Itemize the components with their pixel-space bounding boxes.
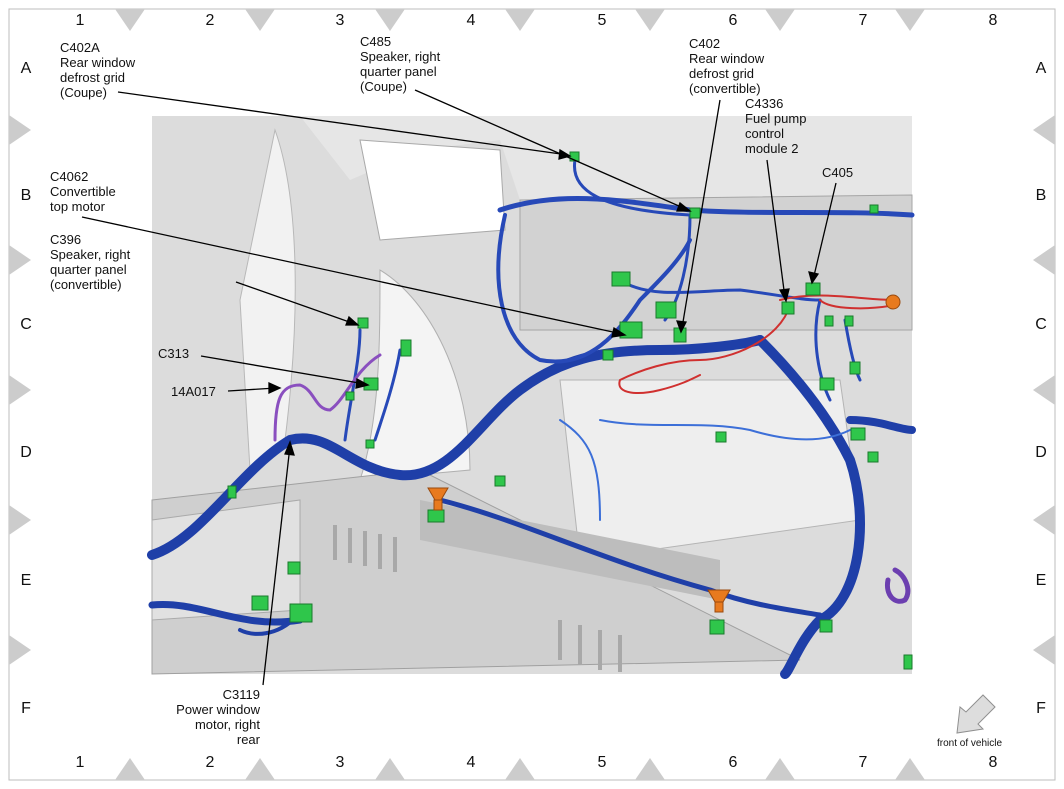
grid-row-right-d: D <box>1035 444 1047 461</box>
grid-row-left-f: F <box>21 700 31 717</box>
callout-c313: C313 <box>158 346 190 361</box>
grid-col-top-8: 8 <box>988 12 998 29</box>
callout-14a017: 14A017 <box>171 384 216 399</box>
grid-row-left-d: D <box>20 444 32 461</box>
grid-col-bottom-8: 8 <box>988 754 998 771</box>
grommets <box>427 294 901 613</box>
grid-col-bottom-2: 2 <box>205 754 215 771</box>
grid-row-left-c: C <box>20 316 32 333</box>
callout-c405: C405 <box>822 165 854 180</box>
zone-diamonds-bottom <box>115 758 925 780</box>
grid-row-right-a: A <box>1035 60 1047 77</box>
callout-c396: C396 Speaker, right quarter panel (conve… <box>50 232 131 292</box>
callout-c485: C485 Speaker, right quarter panel (Coupe… <box>360 34 441 94</box>
grid-row-right-f: F <box>1036 700 1046 717</box>
grid-col-bottom-7: 7 <box>858 754 868 771</box>
grid-row-right-c: C <box>1035 316 1047 333</box>
callout-c3119: C3119 Power window motor, right rear <box>176 687 260 747</box>
grid-col-top-6: 6 <box>728 12 738 29</box>
zone-diamonds-top <box>115 9 925 31</box>
grid-col-top-4: 4 <box>466 12 476 29</box>
vehicle-body-illustration <box>151 116 913 675</box>
callout-c4062: C4062 Convertible top motor <box>50 169 116 214</box>
grid-col-bottom-6: 6 <box>728 754 738 771</box>
grid-col-bottom-4: 4 <box>466 754 476 771</box>
wiring-harness <box>147 158 916 679</box>
front-of-vehicle-arrow-icon <box>956 694 996 734</box>
grid-col-bottom-5: 5 <box>597 754 607 771</box>
grid-col-top-3: 3 <box>335 12 345 29</box>
callout-c402: C402 Rear window defrost grid (convertib… <box>689 36 765 96</box>
zone-diamonds-left <box>9 115 31 665</box>
callout-c4336: C4336 Fuel pump control module 2 <box>745 96 807 156</box>
grid-row-right-e: E <box>1035 572 1047 589</box>
front-of-vehicle-label: front of vehicle <box>937 738 1003 749</box>
grid-col-top-5: 5 <box>597 12 607 29</box>
grid-row-right-b: B <box>1035 187 1047 204</box>
grid-col-bottom-3: 3 <box>335 754 345 771</box>
zone-diamonds-right <box>1033 115 1055 665</box>
callout-c402a: C402A Rear window defrost grid (Coupe) <box>60 40 136 100</box>
grid-row-left-e: E <box>20 572 32 589</box>
leader-lines <box>81 89 837 686</box>
grid-col-top-1: 1 <box>75 12 85 29</box>
grid-col-bottom-1: 1 <box>75 754 85 771</box>
grid-row-left-a: A <box>20 60 32 77</box>
grid-row-left-b: B <box>20 187 32 204</box>
grid-col-top-7: 7 <box>858 12 868 29</box>
grid-col-top-2: 2 <box>205 12 215 29</box>
connectors <box>227 151 913 670</box>
